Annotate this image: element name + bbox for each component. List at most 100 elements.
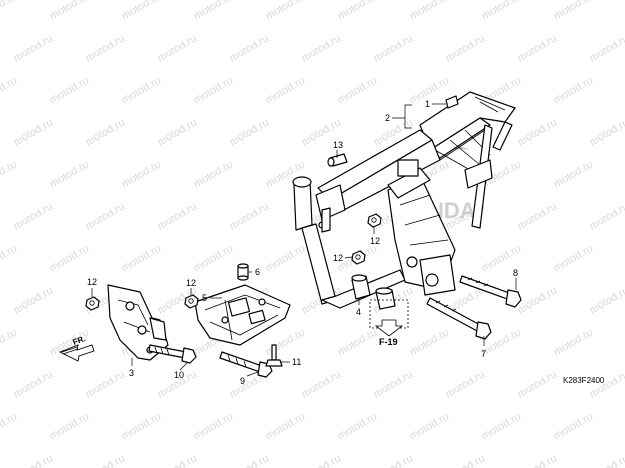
watermark-text: motod.ru [408,410,452,442]
watermark-text: motod.ru [228,200,272,232]
watermark-text: motod.ru [588,200,625,232]
bolt-8 [459,275,522,308]
watermark-text: motod.ru [0,242,19,274]
watermark-text: motod.ru [372,368,416,400]
part-4-collars [351,274,396,310]
nut-12-lower [351,250,366,265]
callout-12-left: 12 [87,277,97,287]
callout-labels: 1 2 13 12 12 4 7 8 12 3 10 12 5 6 11 9 [87,99,518,386]
nut-12-skid [184,294,199,309]
front-arrow-label: FR. [72,334,87,347]
watermark-text: motod.ru [264,74,308,106]
callout-3: 3 [129,368,134,378]
watermark-text: motod.ru [552,74,596,106]
watermark-text: motod.ru [444,368,488,400]
watermark-text: motod.ru [192,242,236,274]
watermark-text: motod.ru [336,0,380,23]
watermark-text: motod.ru [336,326,380,358]
part-13-collar [327,153,348,167]
watermark-text: motod.ru [84,452,128,468]
watermark-text: motod.ru [192,410,236,442]
watermark-text: motod.ru [264,242,308,274]
watermark-text: motod.ru [480,0,524,23]
callout-7: 7 [481,349,486,359]
watermark-text: motod.ru [552,326,596,358]
section-reference-label: F-19 [379,337,398,347]
watermark-text: motod.ru [12,368,56,400]
callout-12-center: 12 [370,236,380,246]
watermark-text: motod.ru [84,32,128,64]
callout-12-skid: 12 [186,278,196,288]
watermark-text: motod.ru [264,410,308,442]
frame-body [292,91,516,309]
watermark-text: motod.ru [444,32,488,64]
callout-4: 4 [356,307,361,317]
watermark-text: motod.ru [156,116,200,148]
watermark-text: motod.ru [48,410,92,442]
watermark-text: motod.ru [408,326,452,358]
watermark-text: motod.ru [300,368,344,400]
callout-9: 9 [240,376,245,386]
watermark-text: motod.ru [336,74,380,106]
callout-10: 10 [174,370,184,380]
watermark-text: motod.ru [84,200,128,232]
part-1-plate [445,95,459,109]
watermark-text: motod.ru [552,242,596,274]
callout-5: 5 [202,293,207,303]
watermark-text: motod.ru [480,410,524,442]
watermark-text: motod.ru [0,410,19,442]
watermark-text: motod.ru [300,452,344,468]
watermark-text: motod.ru [228,116,272,148]
watermark-text: motod.ru [120,74,164,106]
bolt-9 [219,351,273,378]
callout-2: 2 [385,113,390,123]
watermark-text: motod.ru [228,452,272,468]
callout-1: 1 [425,99,430,109]
watermark-text: motod.ru [264,326,308,358]
watermark-text: motod.ru [264,0,308,23]
watermark-text: motod.ru [120,158,164,190]
watermark-text: motod.ru [552,0,596,23]
watermark-text: motod.ru [300,32,344,64]
part-5-skid-plate [194,284,291,346]
watermark-text: motod.ru [0,326,19,358]
nut-12-center [367,213,382,228]
watermark-text: motod.ru [12,200,56,232]
collar-6 [237,263,249,281]
watermark-text: motod.ru [48,74,92,106]
callout-8: 8 [513,268,518,278]
watermark-text: motod.ru [228,32,272,64]
watermark-text: motod.ru [516,116,560,148]
watermark-text: motod.ru [336,410,380,442]
watermark-text: motod.ru [12,32,56,64]
watermark-text: motod.ru [0,74,19,106]
front-direction-arrow: FR. [58,334,95,362]
watermark-text: motod.ru [516,284,560,316]
watermark-text: motod.ru [192,0,236,23]
watermark-text: motod.ru [156,452,200,468]
watermark-text: motod.ru [12,284,56,316]
watermark-text: motod.ru [48,158,92,190]
watermark-text: motod.ru [408,0,452,23]
watermark-text: motod.ru [192,74,236,106]
watermark-text: motod.ru [588,32,625,64]
watermark-text: motod.ru [120,242,164,274]
callout-11: 11 [292,357,301,367]
watermark-text: motod.ru [156,32,200,64]
watermark-text: motod.ru [552,158,596,190]
diagram-code: K283F2400 [563,376,605,385]
leader-lines [91,103,517,377]
bolt-10 [148,344,197,364]
watermark-text: motod.ru [444,452,488,468]
watermark-text: motod.ru [552,410,596,442]
watermark-text: motod.ru [120,0,164,23]
watermark-text: motod.ru [372,32,416,64]
watermark-text: motod.ru [0,0,19,23]
watermark-text: motod.ru [372,452,416,468]
watermark-text: motod.ru [516,200,560,232]
watermark-text: motod.ru [516,32,560,64]
section-reference-box: F-19 [369,299,409,347]
watermark-text: motod.ru [588,116,625,148]
